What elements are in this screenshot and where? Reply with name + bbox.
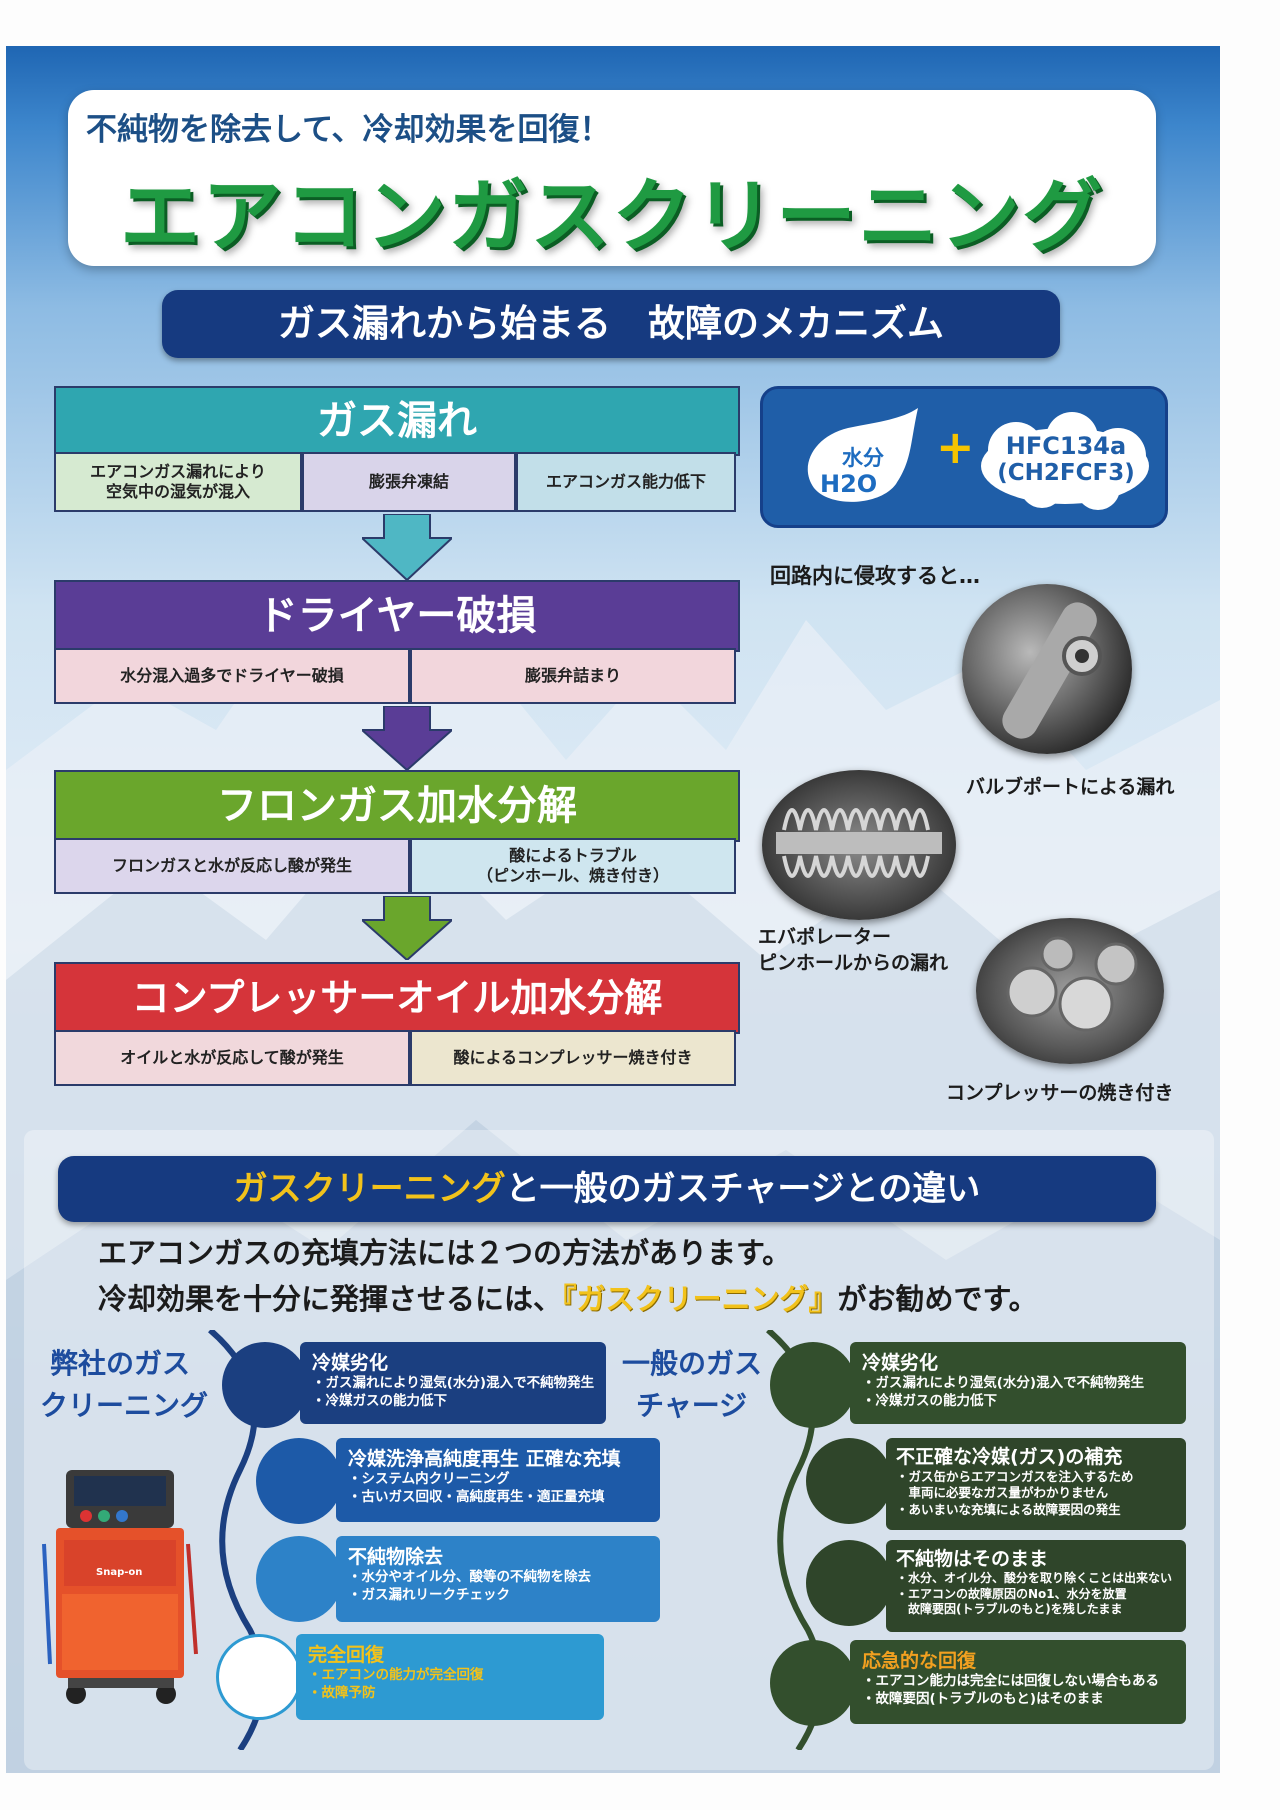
down-arrow-icon	[362, 896, 452, 960]
left-step-title: 不純物除去	[348, 1546, 444, 1568]
right-step-panel: 不純物はそのまま ・水分、オイル分、酸分を取り除くことは出来ない ・エアコンの故…	[886, 1540, 1186, 1632]
stage-freon-hydrolysis-cell: 酸によるトラブル （ピンホール、焼き付き）	[410, 838, 736, 894]
evaporator-photo	[762, 770, 956, 920]
subtitle: 不純物を除去して、冷却効果を回復！	[86, 112, 611, 148]
right-step-line: ・エアコンの故障原因のNo1、水分を放置	[896, 1586, 1127, 1601]
right-step-circle	[770, 1342, 856, 1428]
right-step-circle	[806, 1540, 892, 1626]
title-box	[68, 90, 1156, 266]
right-step-panel: 冷媒劣化 ・ガス漏れにより湿気(水分)混入で不純物発生 ・冷媒ガスの能力低下	[850, 1342, 1186, 1424]
left-step-line: ・ガス漏れリークチェック	[348, 1586, 510, 1603]
left-step-panel: 冷媒洗浄高純度再生 正確な充填 ・システム内クリーニング ・古いガス回収・高純度…	[336, 1438, 660, 1522]
stage-compressor-hydrolysis-title: コンプレッサーオイル加水分解	[54, 962, 740, 1034]
water-drop-icon	[807, 408, 918, 502]
right-step-circle	[806, 1438, 892, 1524]
intro-line-2: 冷却効果を十分に発揮させるには、『ガスクリーニング』がお勧めです。	[98, 1276, 1038, 1318]
gas-formula-line1: HFC134a	[1005, 432, 1127, 460]
left-step-panel: 完全回復 ・エアコンの能力が完全回復 ・故障予防	[296, 1634, 604, 1720]
left-step-line: ・水分やオイル分、酸等の不純物を除去	[348, 1569, 591, 1585]
right-step-line: ・ガス漏れにより湿気(水分)混入で不純物発生	[862, 1375, 1145, 1391]
cloud-icon	[981, 412, 1149, 510]
stage-compressor-hydrolysis-cell: オイルと水が反応して酸が発生	[54, 1030, 410, 1086]
left-step-circle	[222, 1342, 308, 1428]
evaporator-caption-1: エバポレーター	[758, 926, 892, 948]
valve-port-caption: バルブポートによる漏れ	[966, 776, 1175, 798]
left-step-circle	[256, 1438, 342, 1524]
left-step-line: ・ガス漏れにより湿気(水分)混入で不純物発生	[312, 1375, 595, 1391]
comparison-banner-text: と一般のガスチャージとの違い	[505, 1169, 981, 1209]
left-step-title: 完全回復	[308, 1644, 385, 1666]
left-step-circle	[216, 1634, 302, 1720]
left-step-panel: 冷媒劣化 ・ガス漏れにより湿気(水分)混入で不純物発生 ・冷媒ガスの能力低下	[300, 1342, 606, 1424]
compressor-caption: コンプレッサーの焼き付き	[946, 1082, 1174, 1104]
valve-port-photo	[962, 584, 1132, 754]
left-step-line: ・古いガス回収・高純度再生・適正量充填	[348, 1488, 605, 1505]
stage-dryer-title: ドライヤー破損	[54, 580, 740, 652]
left-step-circle	[256, 1536, 342, 1622]
right-step-title: 不純物はそのまま	[896, 1548, 1049, 1570]
right-step-title: 冷媒劣化	[862, 1352, 939, 1374]
main-title: エアコンガスクリーニング	[120, 170, 1104, 263]
evaporator-caption-2: ピンホールからの漏れ	[758, 952, 949, 974]
left-step-panel: 不純物除去 ・水分やオイル分、酸等の不純物を除去 ・ガス漏れリークチェック	[336, 1536, 660, 1622]
left-step-title: 冷媒洗浄高純度再生 正確な充填	[348, 1448, 621, 1470]
right-step-line: ・故障要因(トラブルのもと)はそのまま	[862, 1690, 1104, 1707]
left-step-line: ・故障予防	[308, 1684, 376, 1701]
stage-dryer-cell: 膨張弁詰まり	[410, 648, 736, 704]
stage-gas-leak-title: ガス漏れ	[54, 386, 740, 456]
machine-brand: Snap-on	[96, 1567, 143, 1578]
right-step-line: ・水分、オイル分、酸分を取り除くことは出来ない	[896, 1571, 1173, 1585]
stage-compressor-hydrolysis-cell: 酸によるコンプレッサー焼き付き	[410, 1030, 736, 1086]
right-step-panel: 応急的な回復 ・エアコン能力は完全には回復しない場合もある ・故障要因(トラブル…	[850, 1640, 1186, 1724]
intro-line-2-highlight: 『ガスクリーニング』	[562, 1282, 838, 1316]
right-step-title: 不正確な冷媒(ガス)の補充	[896, 1446, 1123, 1468]
water-label: 水分	[842, 446, 884, 470]
intro-line-1: エアコンガスの充填方法には２つの方法があります。	[98, 1236, 792, 1270]
intro-line-2-suffix: がお勧めです。	[837, 1282, 1038, 1316]
right-step-circle	[770, 1640, 856, 1726]
gas-cleaning-machine-image	[42, 1470, 198, 1704]
left-column-heading-1: 弊社のガス	[50, 1347, 191, 1380]
right-step-title: 応急的な回復	[862, 1650, 977, 1672]
right-step-line: ・あいまいな充填による故障要因の発生	[896, 1501, 1121, 1517]
left-column-heading-2: クリーニング	[40, 1389, 209, 1422]
plus-icon: +	[936, 420, 975, 474]
stage-dryer-cell: 水分混入過多でドライヤー破損	[54, 648, 410, 704]
right-step-panel: 不正確な冷媒(ガス)の補充 ・ガス缶からエアコンガスを注入するため 車両に必要な…	[886, 1438, 1186, 1530]
left-step-line: ・システム内クリーニング	[348, 1471, 510, 1487]
down-arrow-icon	[362, 514, 452, 580]
right-step-line: ・ガス缶からエアコンガスを注入するため	[896, 1469, 1134, 1484]
left-step-title: 冷媒劣化	[312, 1352, 389, 1374]
stage-gas-leak-cell: 膨張弁凍結	[302, 452, 516, 512]
comparison-banner-highlight: ガスクリーニング	[233, 1169, 506, 1209]
stage-gas-leak-cell: エアコンガス能力低下	[516, 452, 736, 512]
left-step-line: ・エアコンの能力が完全回復	[308, 1667, 484, 1683]
water-formula: H2O	[820, 470, 878, 498]
gas-formula-line2: (CH2FCF3)	[997, 460, 1135, 486]
comparison-banner: ガスクリーニングと一般のガスチャージとの違い	[58, 1156, 1156, 1222]
stage-freon-hydrolysis-title: フロンガス加水分解	[54, 770, 740, 842]
invade-caption: 回路内に侵攻すると…	[770, 564, 980, 588]
stage-gas-leak-cell: エアコンガス漏れにより 空気中の湿気が混入	[54, 452, 302, 512]
right-column-heading-2: チャージ	[636, 1389, 748, 1422]
stage-freon-hydrolysis-cell: フロンガスと水が反応し酸が発生	[54, 838, 410, 894]
right-step-line: ・冷媒ガスの能力低下	[862, 1392, 997, 1409]
intro-line-2-prefix: 冷却効果を十分に発揮させるには、	[98, 1282, 563, 1316]
down-arrow-icon	[362, 706, 452, 770]
right-step-line: 車両に必要なガス量がわかりません	[896, 1485, 1109, 1501]
right-column-heading-1: 一般のガス	[622, 1347, 763, 1380]
right-step-line: 故障要因(トラブルのもと)を残したまま	[896, 1602, 1123, 1617]
compressor-photo	[976, 918, 1164, 1064]
left-step-line: ・冷媒ガスの能力低下	[312, 1392, 447, 1409]
right-step-line: ・エアコン能力は完全には回復しない場合もある	[862, 1673, 1159, 1689]
mechanism-banner: ガス漏れから始まる 故障のメカニズム	[162, 290, 1060, 358]
